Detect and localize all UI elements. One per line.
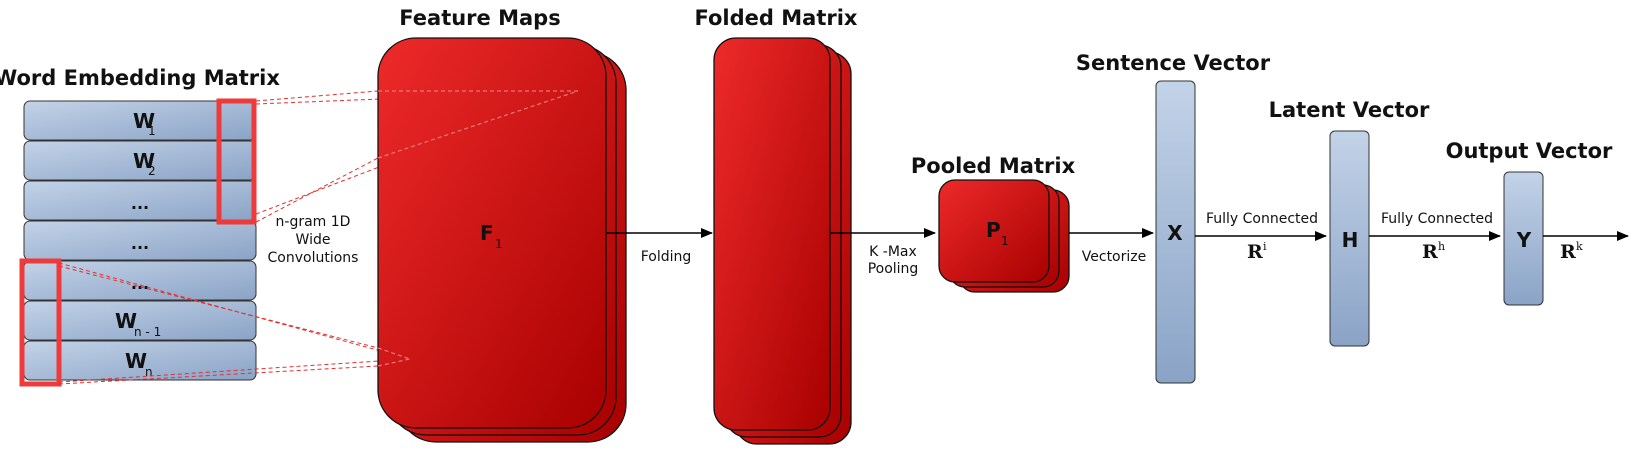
bottom-filter-window (19, 258, 62, 387)
pooled-matrix-stack: P 1 (938, 179, 1070, 293)
fully-connected-label-2: Fully Connected (1381, 211, 1493, 227)
vectorize-label: Vectorize (1082, 249, 1146, 265)
embedding-row: ... (23, 180, 257, 221)
embedding-row: ... (23, 220, 257, 261)
pooled-layer (938, 179, 1050, 283)
word-embedding-matrix: W 1 W 2 ... ... ... W n - 1 W n (23, 100, 257, 381)
embedding-row-subscript: 2 (148, 164, 156, 178)
dim-r2-base: R (1422, 241, 1438, 263)
dim-r2-sup: h (1438, 240, 1445, 253)
folding-label: Folding (641, 249, 692, 265)
dim-r3-sup: k (1576, 240, 1583, 253)
dim-r3-base: R (1560, 241, 1576, 263)
embedding-row-subscript: 1 (148, 124, 156, 138)
top-filter-window (216, 98, 257, 225)
latent-vector-box (1329, 130, 1370, 347)
embedding-row: ... (23, 260, 257, 301)
convolution-label-line3: Convolutions (268, 250, 359, 266)
fully-connected-label-1: Fully Connected (1206, 211, 1318, 227)
feature-maps-stack: F 1 (377, 37, 627, 443)
convolution-label-line2: Wide (296, 232, 331, 248)
dim-r1-base: R (1247, 241, 1263, 263)
embedding-row-label: ... (131, 274, 149, 293)
output-vector-title: Output Vector (1446, 139, 1613, 163)
feature-map-subscript: 1 (495, 237, 503, 251)
word-embedding-title: Word Embedding Matrix (0, 66, 280, 90)
latent-vector-title: Latent Vector (1269, 98, 1430, 122)
folded-layer (713, 37, 831, 431)
pooling-label-line1: K -Max (869, 244, 917, 260)
feature-map-label: F (480, 221, 494, 245)
pooling-label-line2: Pooling (868, 261, 919, 277)
pooled-label: P (986, 218, 1001, 242)
folded-matrix-title: Folded Matrix (695, 6, 858, 30)
embedding-row-label: W (115, 309, 137, 333)
sentence-vector-box (1155, 80, 1196, 384)
embedding-row-subscript: n (145, 365, 153, 379)
embedding-row-label: W (133, 149, 155, 173)
convolution-label-line1: n-gram 1D (276, 214, 351, 230)
output-vector-box (1503, 171, 1544, 306)
sentence-vector-label: X (1167, 221, 1183, 245)
output-vector-label: Y (1516, 228, 1532, 252)
embedding-row: W n - 1 (23, 300, 257, 341)
dim-r1-sup: i (1263, 240, 1267, 253)
embedding-row: W 2 (23, 140, 257, 181)
embedding-row-label: W (133, 109, 155, 133)
folded-matrix-stack (713, 37, 852, 445)
pooled-matrix-title: Pooled Matrix (911, 154, 1076, 178)
embedding-row-label: W (125, 349, 147, 373)
embedding-row-subscript: n - 1 (134, 325, 161, 339)
sentence-vector-title: Sentence Vector (1076, 51, 1271, 75)
latent-vector-label: H (1342, 228, 1359, 252)
pooled-subscript: 1 (1001, 234, 1009, 248)
feature-maps-title: Feature Maps (399, 6, 560, 30)
embedding-row-label: ... (131, 194, 149, 213)
embedding-row-label: ... (131, 234, 149, 253)
